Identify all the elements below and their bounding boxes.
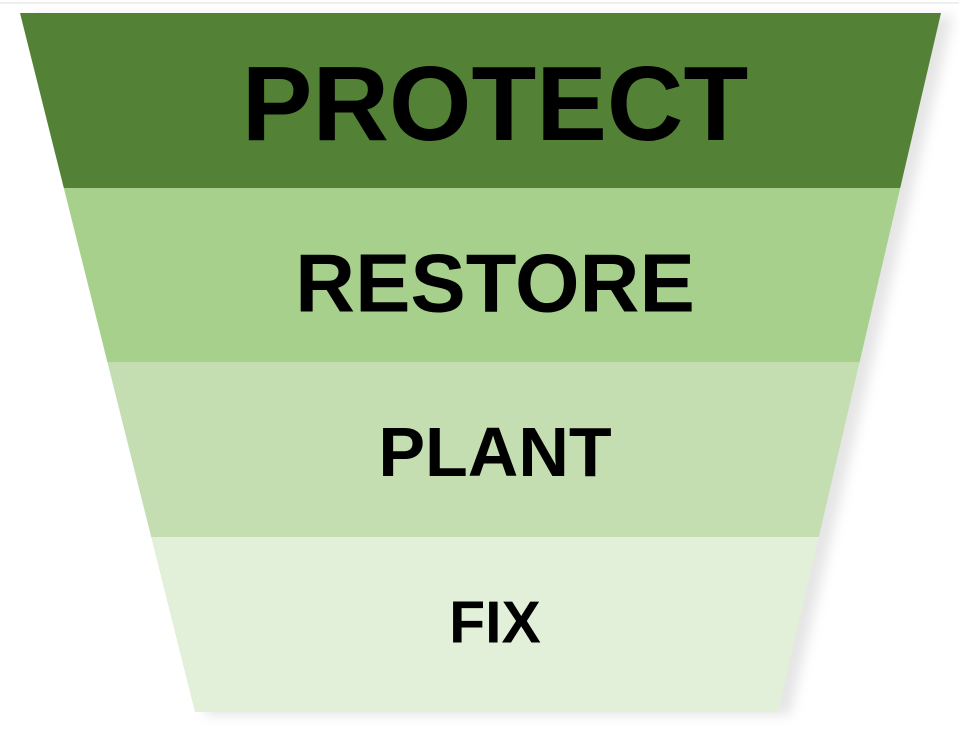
funnel-label-plant: PLANT (378, 413, 612, 491)
funnel-level-plant (20, 362, 941, 537)
funnel-level-protect (20, 13, 941, 188)
funnel-label-restore: RESTORE (295, 236, 695, 330)
slide-top-edge-line (0, 2, 959, 4)
funnel-label-fix: FIX (449, 589, 541, 656)
funnel-level-restore (20, 188, 941, 362)
funnel-label-protect: PROTECT (241, 45, 749, 163)
